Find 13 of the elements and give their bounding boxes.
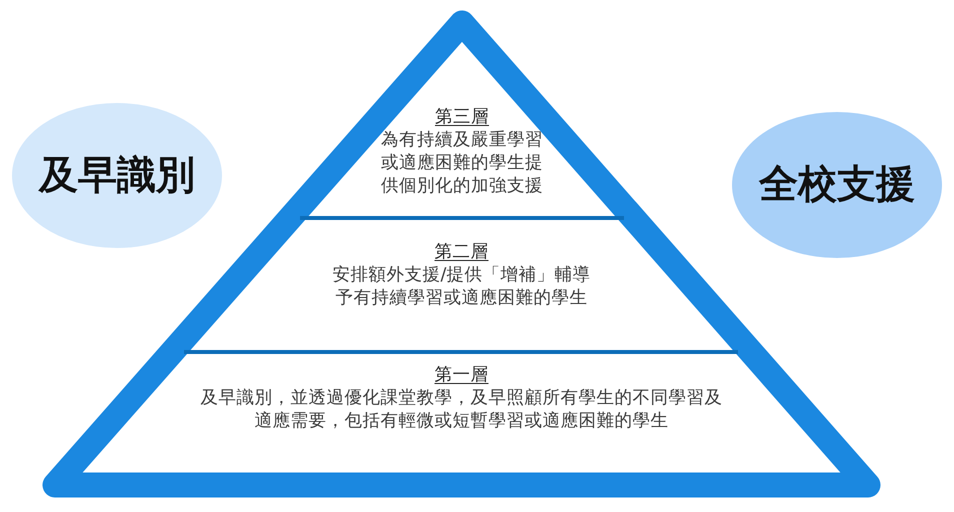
tier-description: 及早識別，並透過優化課堂教學，及早照顧所有學生的不同學習及適應需要，包括有輕微或短暫學習或適應困難的學生 [200, 386, 724, 432]
tier-heading: 第二層 [434, 240, 488, 264]
tier-heading: 第三層 [435, 106, 489, 129]
oval-bubble [12, 103, 222, 248]
side-title: 全校支援 [759, 162, 915, 208]
side-title: 及早識別 [39, 152, 195, 198]
pyramid-tier [275, 10, 649, 216]
tier-heading: 第一層 [434, 364, 488, 386]
pyramid-tier [157, 216, 766, 350]
pyramid-tier [42, 350, 881, 498]
tier-description: 安排額外支援/提供「增補」輔導予有持續學習或適應困難的學生 [332, 264, 592, 310]
oval-bubble [732, 112, 942, 258]
tier-description: 為有持續及嚴重學習或適應困難的學生提供個別化的加強支援 [380, 129, 544, 198]
